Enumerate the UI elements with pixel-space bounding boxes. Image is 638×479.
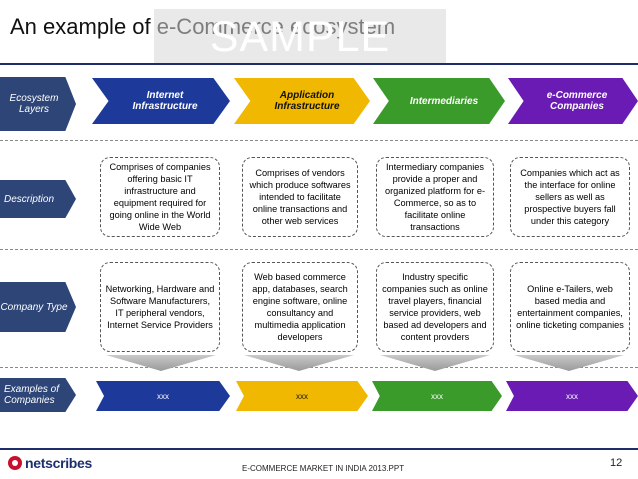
description-box-internet-infrastructure: Comprises of companies offering basic IT…: [100, 157, 220, 237]
row-label-ecosystem-layers: Ecosystem Layers: [0, 77, 76, 131]
header-application-infrastructure: Application Infrastructure: [234, 78, 370, 124]
row-label-description: Description: [0, 180, 76, 218]
description-box-ecommerce-companies: Companies which act as the interface for…: [510, 157, 630, 237]
row-divider: [0, 140, 638, 142]
page-number: 12: [610, 457, 623, 469]
sample-watermark: SAMPLE: [154, 9, 446, 65]
company-type-box-application-infrastructure: Web based commerce app, databases, searc…: [242, 262, 358, 352]
example-ecommerce-companies: xxx: [506, 381, 638, 411]
company-type-box-internet-infrastructure: Networking, Hardware and Software Manufa…: [100, 262, 220, 352]
row-divider: [0, 249, 638, 251]
row-label-examples: Examples of Companies: [0, 378, 76, 412]
header-ecommerce-companies: e-Commerce Companies: [508, 78, 638, 124]
netscribes-logo: netscribes: [8, 455, 92, 471]
title-divider: [0, 63, 638, 65]
company-type-box-intermediaries: Industry specific companies such as onli…: [376, 262, 494, 352]
header-internet-infrastructure: Internet Infrastructure: [92, 78, 230, 124]
row-label-company-type: Company Type: [0, 282, 76, 332]
example-intermediaries: xxx: [372, 381, 502, 411]
footer-divider: [0, 448, 638, 450]
header-intermediaries: Intermediaries: [373, 78, 505, 124]
description-box-application-infrastructure: Comprises of vendors which produce softw…: [242, 157, 358, 237]
footer-text: E-COMMERCE MARKET IN INDIA 2013.PPT: [242, 464, 405, 473]
example-application-infrastructure: xxx: [236, 381, 368, 411]
description-box-intermediaries: Intermediary companies provide a proper …: [376, 157, 494, 237]
row-divider: [0, 367, 638, 369]
example-internet-infrastructure: xxx: [96, 381, 230, 411]
logo-icon: [8, 456, 22, 470]
company-type-box-ecommerce-companies: Online e-Tailers, web based media and en…: [510, 262, 630, 352]
